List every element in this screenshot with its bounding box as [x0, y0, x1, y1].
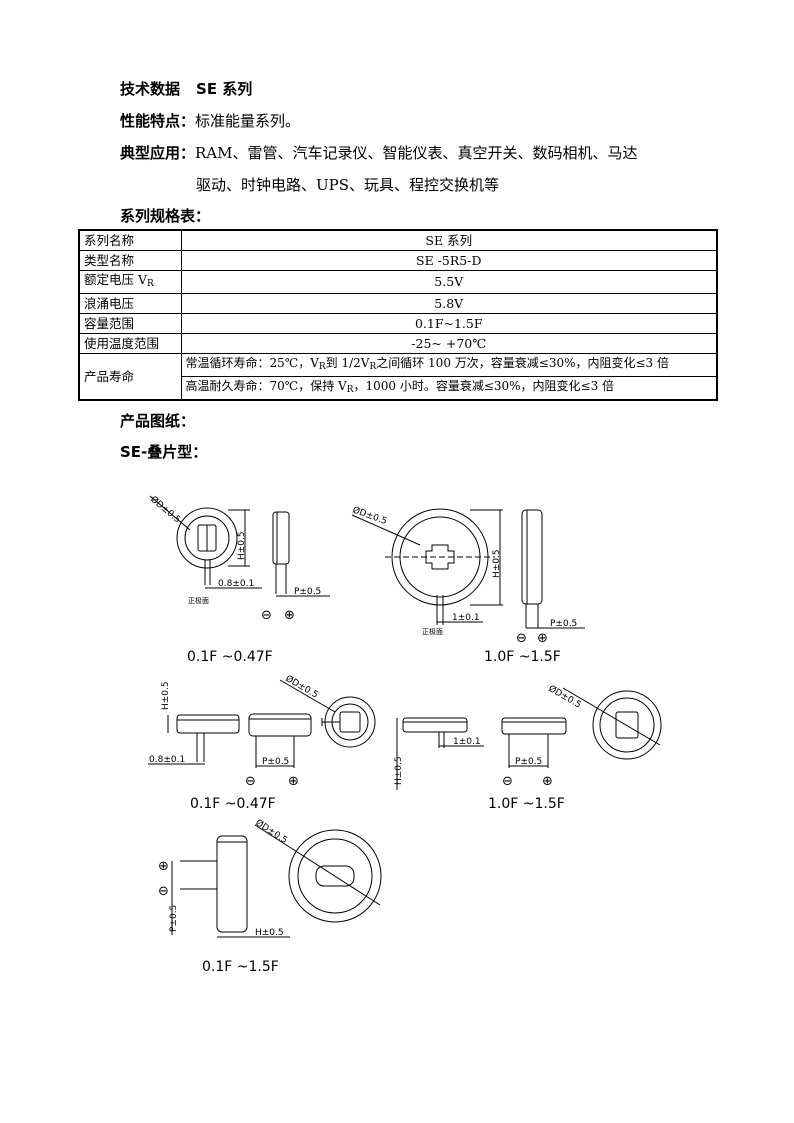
caption-b: 1.0F ~1.5F — [484, 649, 561, 665]
title-series: SE 系列 — [196, 80, 253, 98]
caption-e: 0.1F ~1.5F — [202, 959, 279, 975]
row-key: 系列名称 — [78, 229, 182, 251]
row-value: 5.5V — [180, 270, 718, 294]
row-value: 0.1F~1.5F — [180, 313, 718, 334]
negative-symbol: ⊖ — [245, 774, 256, 789]
table-row: 类型名称 SE -5R5-D — [78, 250, 718, 271]
dim-pitch-label: P±0.5 — [262, 757, 289, 767]
dim-height-label: H±0.5 — [255, 928, 284, 938]
life-key: 产品寿命 — [78, 353, 182, 401]
row-key: 类型名称 — [78, 250, 182, 271]
caption-d: 1.0F ~1.5F — [488, 796, 565, 812]
title-text: 技术数据 — [120, 80, 181, 98]
applications-value: RAM、雷管、汽车记录仪、智能仪表、真空开关、数码相机、马达 — [195, 144, 638, 162]
life-2c: ，1000 小时。容量衰减≤30%，内阻变化≤3 倍 — [353, 379, 615, 393]
features-line: 性能特点：标准能量系列。 — [120, 110, 300, 131]
row-value: -25~ +70℃ — [180, 333, 718, 354]
life-high-temp-text: 高温耐久寿命：70℃，保持 VR，1000 小时。容量衰减≤30%，内阻变化≤3… — [180, 376, 718, 401]
applications-label: 典型应用： — [120, 144, 196, 162]
row-key: 使用温度范围 — [78, 333, 182, 354]
dim-height-label: H±0.5 — [161, 681, 171, 710]
positive-face-label: 正极面 — [422, 627, 443, 636]
negative-symbol: ⊖ — [502, 774, 513, 789]
row-key: 容量范围 — [78, 313, 182, 334]
negative-symbol: ⊖ — [158, 884, 169, 899]
applications-value-2: 驱动、时钟电路、UPS、玩具、程控交换机等 — [196, 176, 500, 194]
table-row: 额定电压 VR 5.5V — [78, 270, 718, 294]
positive-symbol: ⊕ — [542, 774, 553, 789]
caption-c: 0.1F ~0.47F — [190, 796, 276, 812]
drawing-vertical: ⊕ ⊖ P±0.5 H±0.5 — [158, 835, 290, 938]
type-title: SE-叠片型： — [120, 441, 207, 462]
dim-pin-label: 1±0.1 — [452, 613, 480, 623]
table-row: 使用温度范围 -25~ +70℃ — [78, 333, 718, 354]
row-value: SE -5R5-D — [180, 250, 718, 271]
dim-pin-label: 1±0.1 — [453, 737, 481, 747]
life-1c: 到 1/2V — [325, 356, 370, 370]
product-drawings: ØD±0.5 H±0.5 0.8±0.1 正极面 P±0.5 ⊖ ⊕ 0.1F … — [148, 494, 662, 975]
drawing-large-top: ØD±0.5 H±0.5 1±0.1 正极面 — [351, 504, 503, 636]
dim-pitch-label: P±0.5 — [550, 619, 577, 629]
table-row: 浪涌电压 5.8V — [78, 293, 718, 314]
row-key-sub: R — [147, 279, 154, 289]
life-1e: 之间循环 100 万次，容量衰减≤30%，内阻变化≤3 倍 — [376, 356, 669, 370]
dim-pin-label: 0.8±0.1 — [149, 755, 185, 765]
drawing-horizontal-large-top: ØD±0.5 — [547, 683, 662, 760]
row-value: SE 系列 — [180, 229, 718, 251]
features-label: 性能特点： — [120, 112, 196, 130]
drawing-vertical-top: ØD±0.5 — [253, 817, 382, 923]
type-title-text: SE-叠片型： — [120, 443, 208, 461]
drawing-small-top: ØD±0.5 H±0.5 0.8±0.1 正极面 — [148, 494, 262, 605]
positive-symbol: ⊕ — [537, 631, 548, 646]
table-row: 产品寿命 常温循环寿命：25℃，VR到 1/2VR之间循环 100 万次，容量衰… — [78, 353, 718, 401]
drawing-small-side: P±0.5 ⊖ ⊕ — [261, 511, 330, 623]
table-title: 系列规格表： — [120, 205, 210, 226]
life-1a: 常温循环寿命：25℃，V — [185, 356, 319, 370]
applications-line-2: 驱动、时钟电路、UPS、玩具、程控交换机等 — [196, 174, 499, 195]
table-title-text: 系列规格表： — [120, 207, 211, 225]
dim-diameter-label: ØD±0.5 — [253, 817, 289, 846]
dim-height-label: H±0.5 — [237, 531, 247, 560]
negative-symbol: ⊖ — [261, 608, 272, 623]
spec-table: 系列名称 SE 系列 类型名称 SE -5R5-D 额定电压 VR 5.5V 浪… — [78, 229, 718, 401]
features-value: 标准能量系列。 — [195, 112, 301, 130]
table-row: 高温耐久寿命：70℃，保持 VR，1000 小时。容量衰减≤30%，内阻变化≤3… — [79, 376, 718, 401]
dim-pitch-label: P±0.5 — [169, 905, 179, 932]
negative-symbol: ⊖ — [516, 631, 527, 646]
drawing-horizontal-small-side: P±0.5 ⊖ ⊕ — [245, 713, 312, 789]
dim-diameter-label: ØD±0.5 — [284, 673, 321, 700]
row-key-text: 额定电压 V — [84, 272, 148, 287]
dim-pitch-label: P±0.5 — [515, 757, 542, 767]
positive-face-label: 正极面 — [188, 596, 209, 605]
row-key: 浪涌电压 — [78, 293, 182, 314]
life-1b: R — [318, 362, 326, 372]
dim-height-label: H±0.5 — [394, 756, 404, 785]
applications-line: 典型应用：RAM、雷管、汽车记录仪、智能仪表、真空开关、数码相机、马达 — [120, 142, 638, 163]
dim-diameter-label: ØD±0.5 — [148, 494, 183, 525]
drawing-large-side: P±0.5 ⊖ ⊕ — [516, 509, 585, 646]
life-2b: R — [346, 385, 354, 395]
life-2a: 高温耐久寿命：70℃，保持 V — [185, 379, 347, 393]
positive-symbol: ⊕ — [288, 774, 299, 789]
positive-symbol: ⊕ — [158, 859, 169, 874]
table-row: 系列名称 SE 系列 — [78, 229, 718, 251]
life-cycle-text: 常温循环寿命：25℃，VR到 1/2VR之间循环 100 万次，容量衰减≤30%… — [180, 353, 718, 377]
dim-pin-label: 0.8±0.1 — [218, 579, 254, 589]
drawing-horizontal-large: H±0.5 1±0.1 — [394, 717, 484, 790]
caption-a: 0.1F ~0.47F — [187, 649, 273, 665]
row-key: 额定电压 VR — [78, 270, 182, 294]
life-1d: R — [369, 362, 377, 372]
dim-pitch-label: P±0.5 — [294, 587, 321, 597]
page-title: 技术数据 SE 系列 — [120, 78, 252, 99]
drawings-title-text: 产品图纸： — [120, 412, 196, 430]
drawing-horizontal-small: H±0.5 0.8±0.1 — [148, 681, 240, 765]
dim-height-label: H±0.5 — [492, 549, 502, 578]
table-row: 容量范围 0.1F~1.5F — [78, 313, 718, 334]
dim-diameter-label: ØD±0.5 — [351, 504, 388, 527]
row-value: 5.8V — [180, 293, 718, 314]
drawings-title: 产品图纸： — [120, 410, 195, 431]
drawing-horizontal-large-side: P±0.5 ⊖ ⊕ — [501, 717, 567, 789]
positive-symbol: ⊕ — [284, 608, 295, 623]
